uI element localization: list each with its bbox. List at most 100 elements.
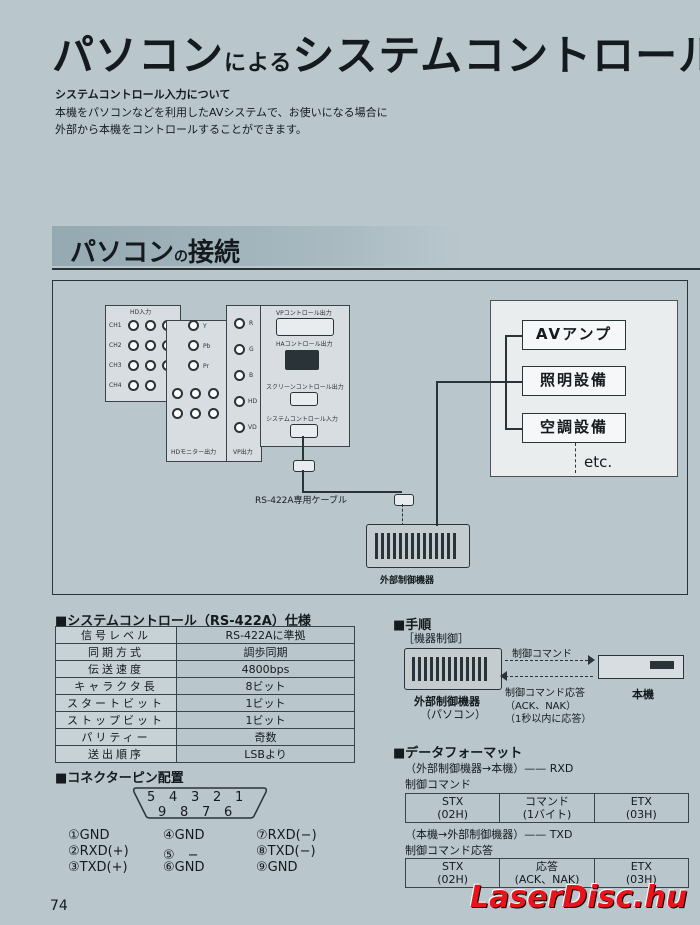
etc-label: etc. [584,453,613,471]
system-control-in-label: システムコントロール入力 [266,416,338,423]
response-detail: （ACK、NAK） [505,701,577,712]
jack-icon [128,340,139,351]
format-cell-top: STX [442,795,464,808]
format-cell-top: コマンド [524,795,569,808]
lighting-box: 照明設備 [522,366,626,396]
intro-line: 本機をパソコンなどを利用したAVシステムで、お使いになる場合に [55,106,388,119]
command-arrow [505,660,593,661]
section-title-b: 接続 [188,238,241,268]
jack-icon [172,388,183,399]
table-row: STX(02H) 応答(ACK、NAK) ETX(03H) [404,858,690,888]
bus-line [505,428,522,430]
pc-label: 外部制御機器 [380,576,435,586]
bus-line [436,381,522,383]
jack-icon [128,360,139,371]
format-cell-top: STX [442,860,464,873]
format-title: ■データフォーマット [393,746,523,761]
section-title-particle: の [174,249,189,265]
av-amp-box: AVアンプ [522,320,626,350]
spec-key: 同期方式 [55,643,177,661]
pin-assignment: ⑥GND [163,860,205,875]
section-rule [52,268,700,270]
screen-control-connector [290,392,318,406]
jack-icon [188,340,199,351]
bus-line [436,381,438,526]
spec-value: 奇数 [176,728,355,746]
ha-control-out-label: HAコントロール出力 [276,341,333,348]
spec-value: 調歩同期 [176,643,355,661]
format-label-1: 制御コマンド [405,778,471,791]
pin-title: ■コネクターピン配置 [55,771,184,786]
pin-assignment: ①GND [68,828,110,843]
procedure-pc-label: 外部制御機器 [414,695,480,708]
pin-assignment: ②RXD(+) [68,844,129,859]
pin-assignment: ⑨GND [256,860,298,875]
spec-value: LSBより [176,745,355,763]
page-title: パソコンによるシステムコントロール [52,22,700,83]
hd-monitor-out-label: HDモニター出力 [171,449,217,456]
spec-value: 4800bps [176,660,355,678]
format-cell-bottom: (02H) [437,873,469,886]
pin-assignment: ④GND [163,828,205,843]
page-number: 74 [50,898,68,914]
format-label-2: 制御コマンド応答 [405,844,493,857]
jack-icon [190,408,201,419]
procedure-pc-sub: （パソコン） [420,708,486,721]
jack-icon [234,370,245,381]
pin-number: 1 [235,790,244,805]
vp-control-connector [276,318,334,336]
connection-diagram [52,280,688,595]
format-cell: STX(02H) [404,858,501,888]
pin-assignment: ⑤ − [163,848,199,863]
component-label: Pr [203,363,209,370]
section-heading-bar [52,226,462,266]
jack-icon [128,380,139,391]
spec-value: 1ビット [176,694,355,712]
pin-assignment: ③TXD(+) [68,860,128,875]
format-direction-2: （本機→外部制御機器）—— TXD [405,828,573,841]
table-row: 同期方式調歩同期 [55,643,355,661]
title-part-b: システムコントロール [292,31,700,80]
response-time: （1秒以内に応答） [505,714,592,725]
pin-assignment: ⑧TXD(−) [256,844,316,859]
procedure-title: ■手順 [393,618,432,633]
air-conditioning-box: 空調設備 [522,413,626,443]
spec-key: 送出順序 [55,745,177,763]
vp-out-panel [226,305,262,462]
pin-assignment: ⑦RXD(−) [256,828,317,843]
pc-keys [375,533,457,559]
pc-keys-small [412,657,490,681]
arrow-left-icon [500,671,507,681]
format-cell: コマンド(1バイト) [499,793,595,823]
control-connectors-panel [260,305,350,447]
format-cell-bottom: (03H) [625,808,657,821]
response-arrow [505,676,593,677]
jack-icon [145,320,156,331]
component-label: Pb [203,343,211,350]
format-direction-1: （外部制御機器→本機）—— RXD [405,762,574,775]
cable-plug [394,494,414,506]
jack-icon [234,318,245,329]
format-table-command: STX(02H) コマンド(1バイト) ETX(03H) [404,793,690,823]
section-title: パソコンの接続 [70,232,240,269]
ch-label: CH1 [109,322,122,329]
jack-icon [172,408,183,419]
connector-outline-icon [133,787,267,819]
vp-label: HD [248,398,258,405]
spec-value: 1ビット [176,711,355,729]
ch-label: CH3 [109,362,122,369]
vp-out-label: VP出力 [233,449,253,456]
title-part-a: パソコン [52,31,225,80]
jack-icon [145,360,156,371]
format-cell-bottom: (ACK、NAK) [514,873,580,886]
format-cell-bottom: (1バイト) [522,808,572,821]
format-cell: ETX(03H) [593,858,690,888]
device-control-label: ［機器制御］ [403,632,469,645]
unit-display [650,661,674,669]
cable-line [302,491,402,493]
